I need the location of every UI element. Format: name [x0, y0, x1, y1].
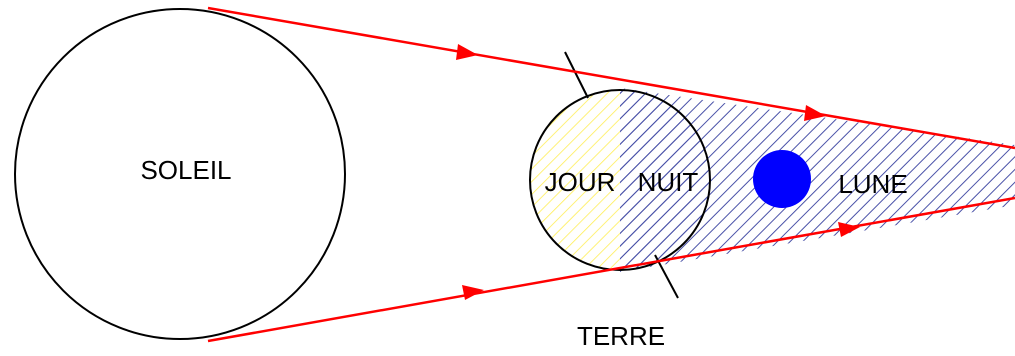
upper-ray-arrow-2	[804, 105, 826, 121]
earth-circle	[529, 89, 711, 271]
sun-label: SOLEIL	[140, 155, 231, 185]
lower-ray-arrow-2	[838, 222, 860, 237]
moon-circle	[753, 150, 811, 208]
upper-ray	[207, 6, 1015, 150]
lower-ray-arrow-1	[462, 285, 484, 300]
moon-label: LUNE	[838, 169, 907, 199]
day-label: JOUR	[545, 167, 616, 197]
sun-circle	[14, 8, 346, 340]
earth-label: TERRE	[577, 321, 665, 351]
earth-shadow-cone	[620, 88, 1015, 272]
night-label: NUIT	[638, 167, 699, 197]
earth-axis-top	[564, 51, 589, 99]
upper-ray-arrow-1	[456, 44, 478, 60]
lower-ray	[207, 196, 1015, 343]
